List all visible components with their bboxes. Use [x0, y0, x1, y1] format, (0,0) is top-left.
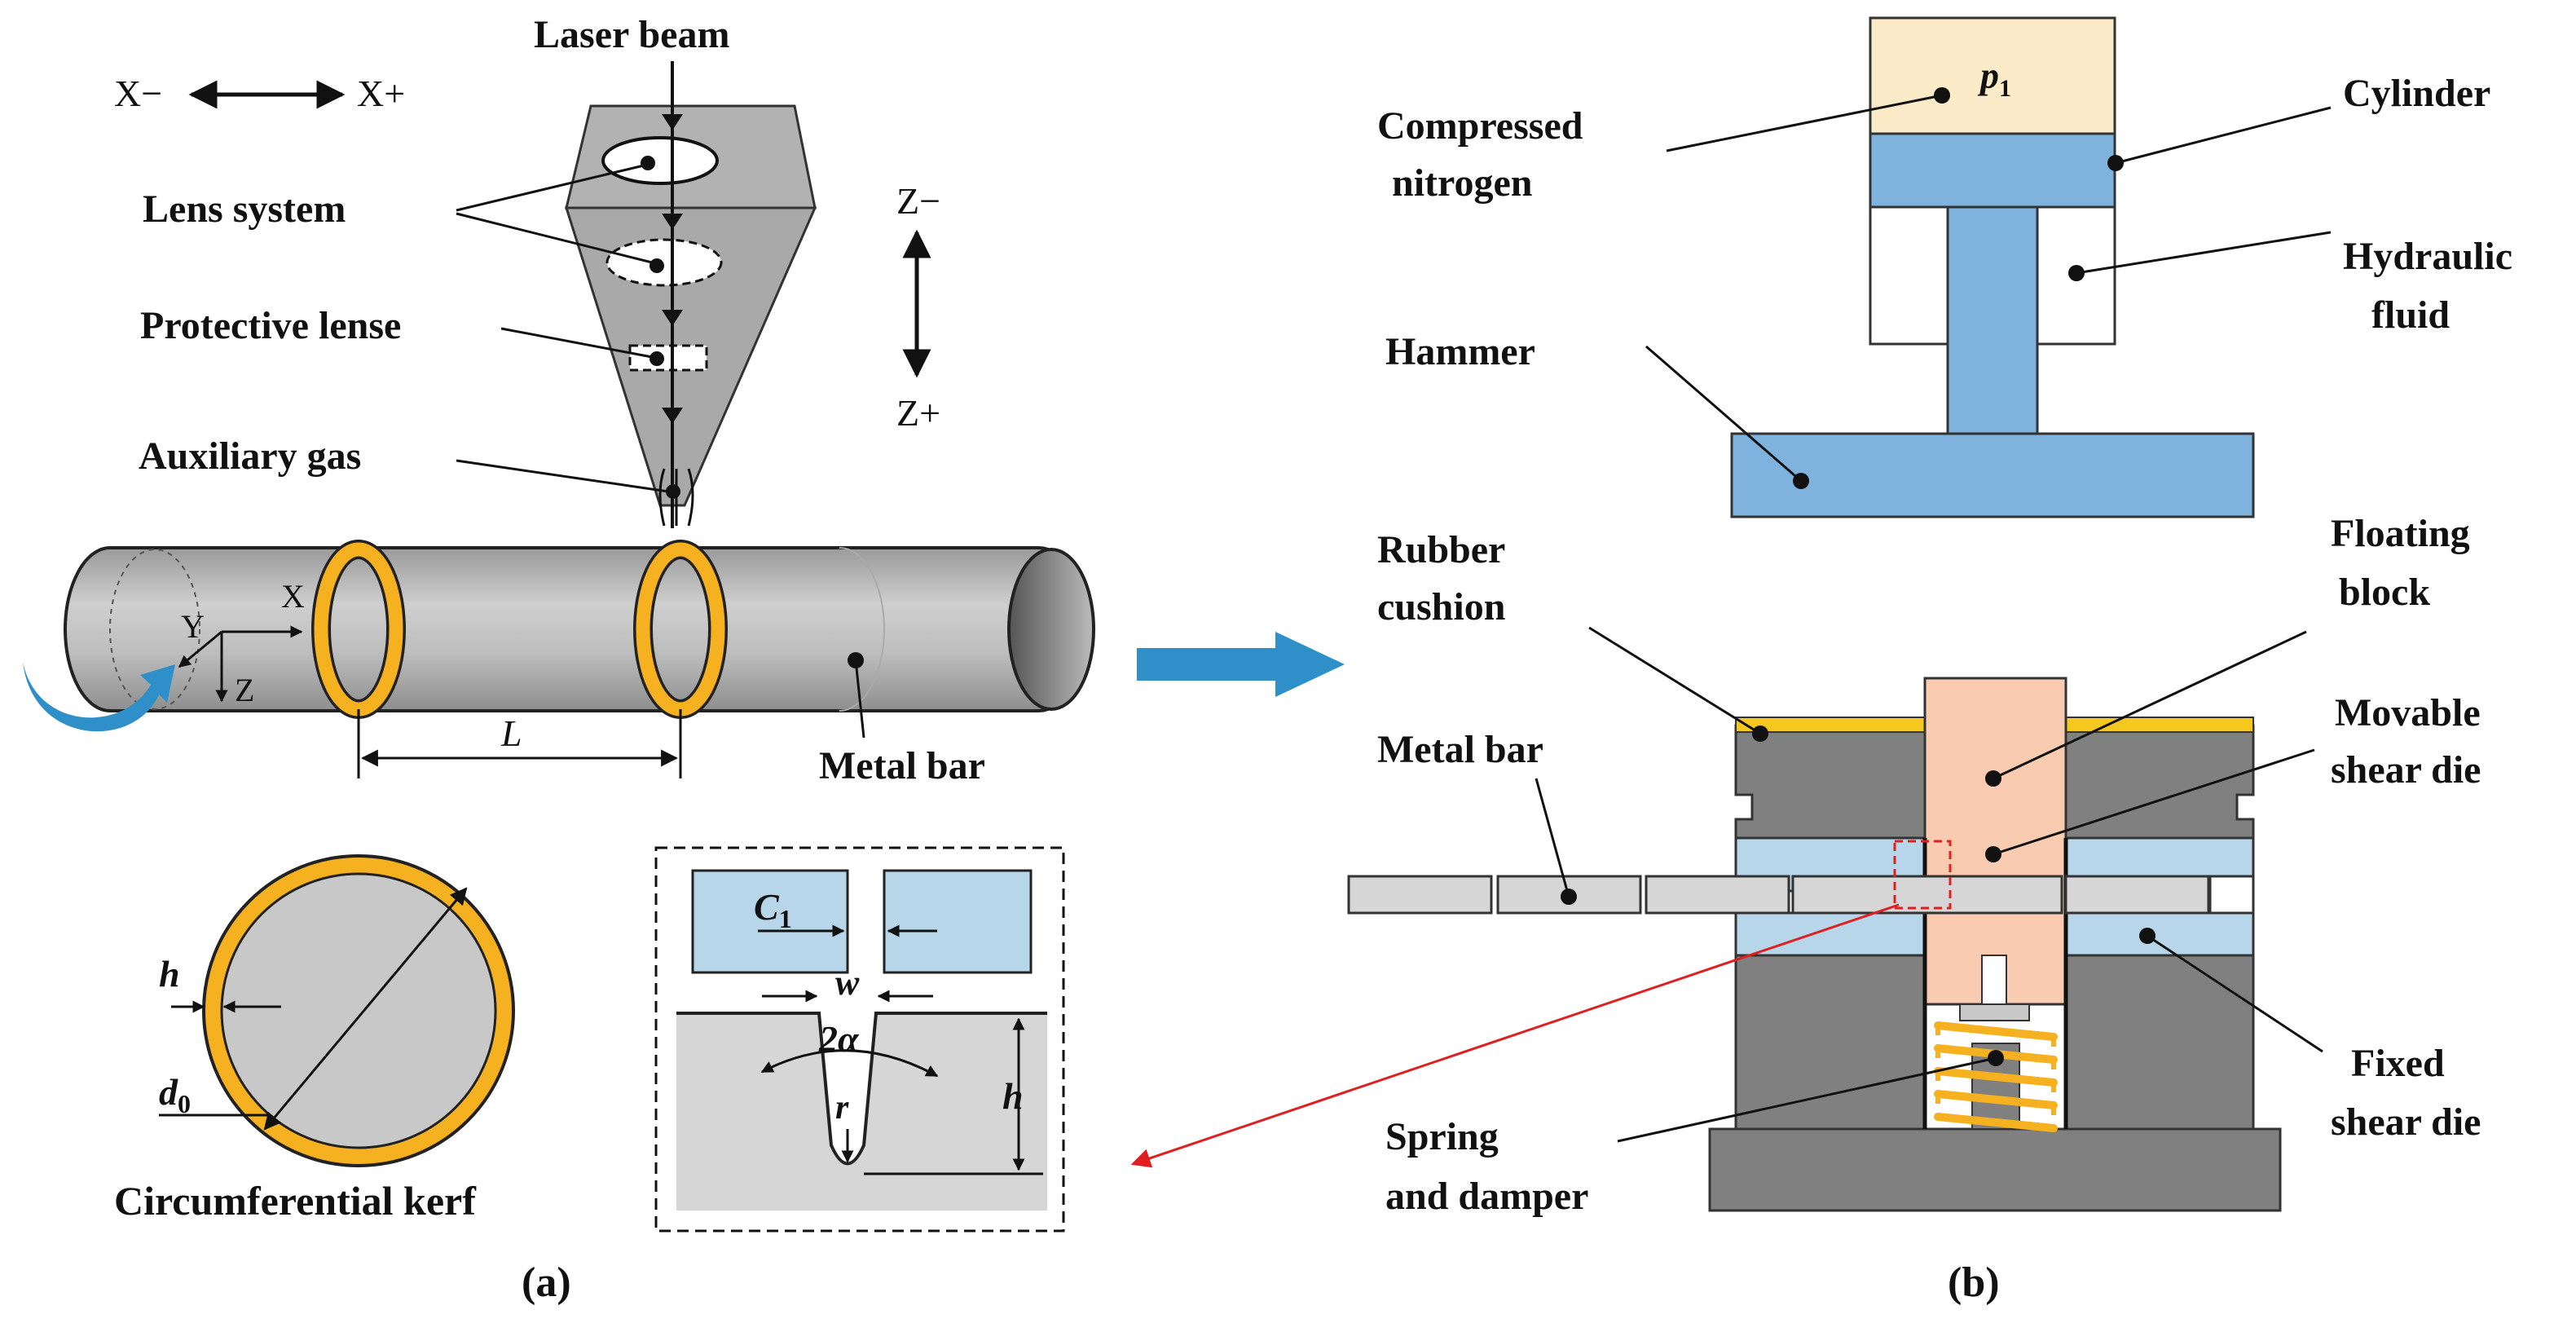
floating-label-1: Floating — [2331, 512, 2470, 555]
hammer-label: Hammer — [1385, 330, 1535, 373]
hydraulic-label-2: fluid — [2371, 293, 2450, 337]
metal-bar-leader — [854, 659, 865, 739]
damper-rod — [1981, 955, 2007, 1005]
hydraulic-label-1: Hydraulic — [2343, 235, 2512, 278]
axis-z-minus-label: Z− — [896, 180, 940, 222]
hydraulic-left — [1869, 205, 1949, 346]
metal-bar-b-leader — [1535, 778, 1570, 897]
metal-bar-end — [1007, 548, 1095, 711]
fixed-leader — [2147, 934, 2323, 1053]
piston-rod — [1946, 205, 2039, 435]
kerf-caption: Circumferential kerf — [114, 1178, 477, 1224]
hammer-leader — [1645, 345, 1802, 483]
lens-leader-1 — [456, 164, 645, 212]
rubber-cushion-right — [2065, 717, 2254, 733]
gas-leader — [456, 459, 669, 493]
base-plate — [1708, 1127, 2282, 1212]
hammer — [1730, 432, 2255, 518]
axis-x-minus-label: X− — [114, 73, 162, 114]
spring-leader — [1617, 1056, 1997, 1143]
nitrogen-chamber — [1869, 16, 2116, 135]
hydraulic-leader — [2076, 231, 2332, 275]
coord-x-label: X — [281, 578, 305, 615]
length-symbol: L — [500, 712, 522, 754]
coord-y-arrow — [178, 630, 222, 668]
gas-dot — [666, 484, 680, 499]
c1-symbol: C1 — [754, 886, 792, 933]
rubber-label-1: Rubber — [1377, 528, 1505, 571]
coord-y-label: Y — [181, 608, 205, 645]
metal-bar-cylinder — [64, 546, 1085, 712]
metal-bar-hidden-end — [109, 549, 200, 710]
protective-lense — [628, 344, 708, 372]
bar-segment — [1645, 875, 1790, 915]
shear-zone-marker — [1893, 840, 1952, 910]
fixed-label-1: Fixed — [2351, 1042, 2445, 1085]
rotation-arrow — [23, 662, 175, 732]
laser-beam-label: Laser beam — [534, 13, 729, 56]
compressed-label-1: Compressed — [1377, 104, 1583, 148]
bar-segment — [2064, 875, 2210, 915]
protective-lense-label: Protective lense — [140, 304, 401, 347]
detail-die-right — [883, 869, 1033, 974]
rubber-leader — [1588, 626, 1761, 735]
auxiliary-gas-label: Auxiliary gas — [139, 434, 361, 478]
transition-arrow — [1137, 632, 1345, 697]
d0-dimension — [263, 887, 468, 1131]
lens-lower — [605, 238, 723, 287]
d0-symbol: d0 — [159, 1071, 191, 1118]
axis-z-plus-label: Z+ — [896, 392, 940, 434]
pressure-symbol: p1 — [1977, 55, 2011, 102]
lens-upper-dot — [641, 156, 655, 170]
cylinder-leader — [2115, 106, 2332, 165]
floating-label-2: block — [2339, 571, 2430, 614]
cylinder-label: Cylinder — [2343, 72, 2490, 115]
spring-label-2: and damper — [1385, 1175, 1588, 1218]
panel-a-caption: (a) — [522, 1259, 571, 1306]
detail-guide-line — [1130, 903, 1900, 1168]
detail-bar-edge — [676, 1012, 1047, 1166]
nitrogen-leader — [1666, 94, 1943, 152]
movable-label-2: shear die — [2331, 748, 2481, 792]
bar-segment — [1347, 875, 1493, 915]
kerf-inner-disc — [220, 872, 497, 1149]
coord-z-label: Z — [235, 672, 254, 708]
movable-leader — [1993, 748, 2315, 856]
lower-die-right — [2064, 954, 2255, 1131]
h-detail-symbol: h — [1002, 1075, 1024, 1117]
panel-b: p1 Compressed nitrogen Cylinder Hydrauli… — [1130, 16, 2512, 1306]
lens-system-label: Lens system — [143, 187, 346, 231]
upper-die-left — [1734, 724, 1926, 840]
rubber-label-2: cushion — [1377, 585, 1505, 628]
compressed-label-2: nitrogen — [1392, 161, 1532, 205]
protective-leader — [500, 327, 653, 359]
metal-bar-segments — [1347, 875, 2255, 915]
bar-segment — [2208, 875, 2255, 915]
alpha-arc — [760, 1049, 939, 1078]
panel-b-caption: (b) — [1948, 1259, 2000, 1306]
axis-x-plus-label: X+ — [357, 73, 405, 114]
fixed-label-2: shear die — [2331, 1100, 2481, 1144]
lower-die-left — [1734, 954, 1926, 1131]
lens-lower-dot — [650, 258, 664, 273]
protective-lense-dot — [650, 351, 664, 366]
metal-bar-label-a: Metal bar — [819, 744, 985, 787]
spring-label-1: Spring — [1385, 1115, 1499, 1158]
panel-a: X− X+ Laser beam Z− Z+ Lens system Prote… — [23, 13, 1095, 1306]
detail-die-left — [691, 869, 849, 974]
cylinder-piston — [1869, 132, 2116, 209]
damper-cap — [1959, 1003, 2030, 1021]
metal-bar-label-b: Metal bar — [1377, 728, 1543, 771]
r-symbol: r — [835, 1089, 849, 1127]
lens-leader-2 — [456, 212, 653, 264]
movable-label-1: Movable — [2335, 691, 2481, 734]
floating-leader — [1993, 630, 2307, 780]
w-symbol: w — [835, 963, 860, 1003]
alpha-symbol: 2α — [818, 1018, 860, 1060]
h-symbol: h — [159, 953, 180, 994]
lens-upper — [601, 136, 719, 185]
